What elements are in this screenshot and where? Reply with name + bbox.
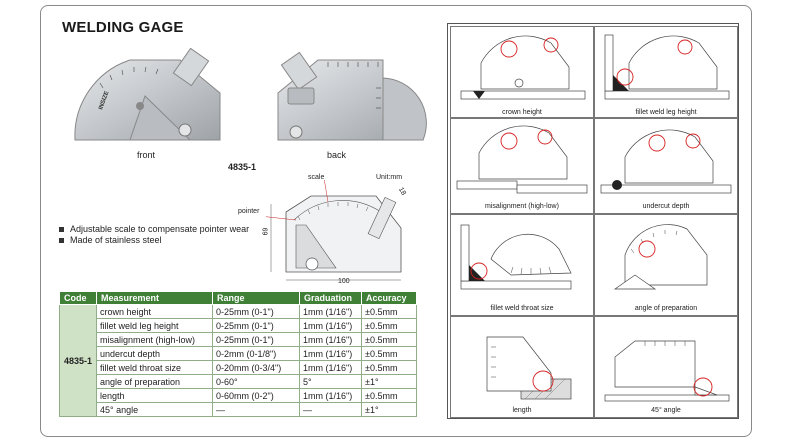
measurement-cell: length [96,388,213,403]
range-cell: 0-25mm (0-1") [212,332,300,347]
graduation-cell: 5° [299,374,362,389]
accuracy-cell: ±0.5mm [361,388,417,403]
fillet-leg-illustration [604,34,730,100]
usage-diagrams: crown height fillet weld leg height misa… [447,23,739,419]
diagram-label: 45° angle [651,407,681,414]
length-illustration [486,336,572,400]
diagram-label: length [512,407,532,414]
table-row: misalignment (high-low) 0-25mm (0-1") 1m… [60,332,417,347]
throat-illustration [460,224,572,290]
range-cell: 0-20mm (0-3/4") [212,360,300,375]
table-row: fillet weld throat size 0-20mm (0-3/4") … [60,360,417,375]
diagram-undercut-depth: undercut depth [594,118,738,214]
graduation-cell: 1mm (1/16") [299,332,362,347]
col-code-header: Code [59,291,97,305]
range-cell: 0-60mm (0-2") [212,388,300,403]
accuracy-cell: ±1° [361,402,417,417]
graduation-cell: 1mm (1/16") [299,388,362,403]
accuracy-cell: ±0.5mm [361,304,417,319]
col-graduation-header: Graduation [299,291,362,305]
graduation-cell: 1mm (1/16") [299,318,362,333]
feature-list: Adjustable scale to compensate pointer w… [58,224,258,246]
diagram-label: misalignment (high-low) [485,203,559,210]
table-row: length 0-60mm (0-2") 1mm (1/16") ±0.5mm [60,388,417,403]
diagram-label: fillet weld leg height [635,109,697,116]
diagram-length: length [450,316,594,418]
measurement-cell: crown height [96,304,213,319]
col-range-header: Range [212,291,300,305]
dim-width-label: 100 [338,278,350,285]
diagram-label: fillet weld throat size [490,305,554,312]
technical-drawing [266,180,402,281]
diagram-fillet-weld-leg-height: fillet weld leg height [594,26,738,118]
table-row: fillet weld leg height 0-25mm (0-1") 1mm… [60,318,417,333]
diagram-fillet-weld-throat: fillet weld throat size [450,214,594,316]
table-row: 45° angle — — ±1° [60,402,417,417]
diagram-angle-of-preparation: angle of preparation [594,214,738,316]
pointer-label: pointer [238,208,260,215]
graduation-cell: 1mm (1/16") [299,346,362,361]
range-cell: 0-25mm (0-1") [212,318,300,333]
range-cell: 0-60° [212,374,300,389]
angle-45-illustration [604,340,730,402]
spec-table: Code Measurement Range Graduation Accura… [59,291,417,417]
measurement-cell: fillet weld throat size [96,360,213,375]
angle-prep-illustration [613,224,708,290]
table-row: angle of preparation 0-60° 5° ±1° [60,374,417,389]
range-cell: 0-25mm (0-1") [212,304,300,319]
accuracy-cell: ±1° [361,374,417,389]
misalignment-illustration [456,125,588,194]
model-number: 4835-1 [228,162,257,172]
feature-item: Made of stainless steel [58,235,258,246]
front-photo: INSIZE [74,48,221,141]
unit-label: Unit:mm [376,174,403,181]
diagram-45-angle: 45° angle [594,316,738,418]
back-caption: back [327,150,347,160]
measurement-cell: fillet weld leg height [96,318,213,333]
accuracy-cell: ±0.5mm [361,346,417,361]
measurement-cell: 45° angle [96,402,213,417]
accuracy-cell: ±0.5mm [361,360,417,375]
scale-label: scale [308,174,325,181]
graduation-cell: — [299,402,362,417]
graduation-cell: 1mm (1/16") [299,360,362,375]
measurement-cell: misalignment (high-low) [96,332,213,347]
page-title: WELDING GAGE [62,19,184,36]
diagram-label: crown height [502,109,542,116]
diagram-label: undercut depth [642,203,690,210]
graduation-cell: 1mm (1/16") [299,304,362,319]
crown-height-illustration [460,35,586,100]
table-row: undercut depth 0-2mm (0-1/8") 1mm (1/16"… [60,346,417,361]
col-measurement-header: Measurement [96,291,213,305]
table-row: 4835-1 crown height 0-25mm (0-1") 1mm (1… [59,304,417,417]
measurement-cell: angle of preparation [96,374,213,389]
diagram-misalignment: misalignment (high-low) [450,118,594,214]
diagram-crown-height: crown height [450,26,594,118]
range-cell: — [212,402,300,417]
back-photo [277,51,427,141]
code-cell: 4835-1 [59,304,97,417]
feature-item: Adjustable scale to compensate pointer w… [58,224,258,235]
accuracy-cell: ±0.5mm [361,318,417,333]
measurement-cell: undercut depth [96,346,213,361]
undercut-illustration [600,129,732,194]
col-accuracy-header: Accuracy [361,291,417,305]
range-cell: 0-2mm (0-1/8") [212,346,300,361]
diagram-label: angle of preparation [634,305,698,312]
front-caption: front [137,150,156,160]
accuracy-cell: ±0.5mm [361,332,417,347]
spec-table-header: Code Measurement Range Graduation Accura… [59,291,417,305]
